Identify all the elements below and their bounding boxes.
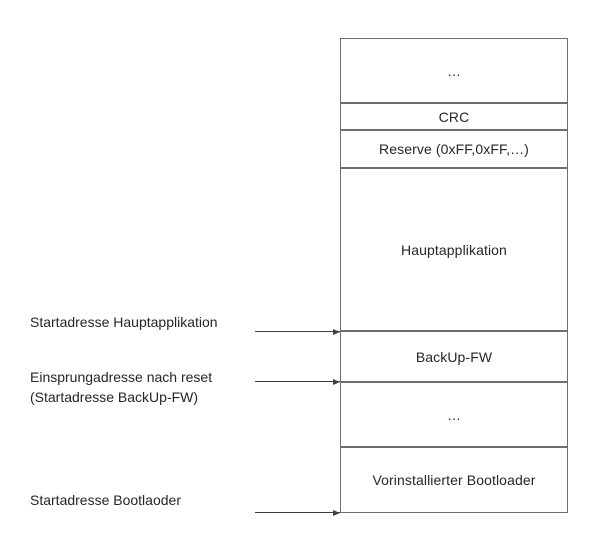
memory-block-label: … (446, 62, 462, 79)
memory-block-label: … (446, 406, 462, 423)
annotation-label: Startadresse Bootlaoder (30, 490, 181, 510)
annotation-label-line: Einsprungadresse nach reset (30, 369, 213, 385)
memory-block-label: BackUp-FW (415, 348, 493, 365)
memory-block-label: Hauptapplikation (401, 241, 507, 258)
memory-block: Vorinstallierter Bootloader (340, 447, 568, 513)
annotation-label-line: Startadresse Bootlaoder (30, 492, 181, 508)
memory-block: BackUp-FW (340, 331, 568, 382)
memory-block-label: Vorinstallierter Bootloader (372, 472, 536, 488)
arrowhead-icon (333, 510, 340, 516)
annotation-label-line: (Startadresse BackUp-FW) (30, 389, 199, 405)
memory-block: Reserve (0xFF,0xFF,…) (340, 130, 568, 168)
memory-block-label: CRC (438, 108, 470, 125)
annotation-label: Startadresse Hauptapplikation (30, 312, 218, 332)
memory-block: … (340, 382, 568, 447)
memory-block: Hauptapplikation (340, 168, 568, 331)
connector-line (255, 510, 340, 516)
memory-block-label: Reserve (0xFF,0xFF,…) (379, 141, 529, 157)
memory-block: CRC (340, 103, 568, 130)
annotation-label-line: Startadresse Hauptapplikation (30, 314, 218, 330)
connector-line (255, 329, 340, 335)
arrowhead-icon (333, 379, 340, 385)
annotation-label: Einsprungadresse nach reset (Startadresse… (30, 367, 212, 407)
memory-block-stack: … CRC Reserve (0xFF,0xFF,…) Hauptapplikatio… (340, 38, 568, 513)
memory-block: … (340, 38, 568, 103)
connector-line (255, 379, 340, 385)
arrowhead-icon (333, 329, 340, 335)
